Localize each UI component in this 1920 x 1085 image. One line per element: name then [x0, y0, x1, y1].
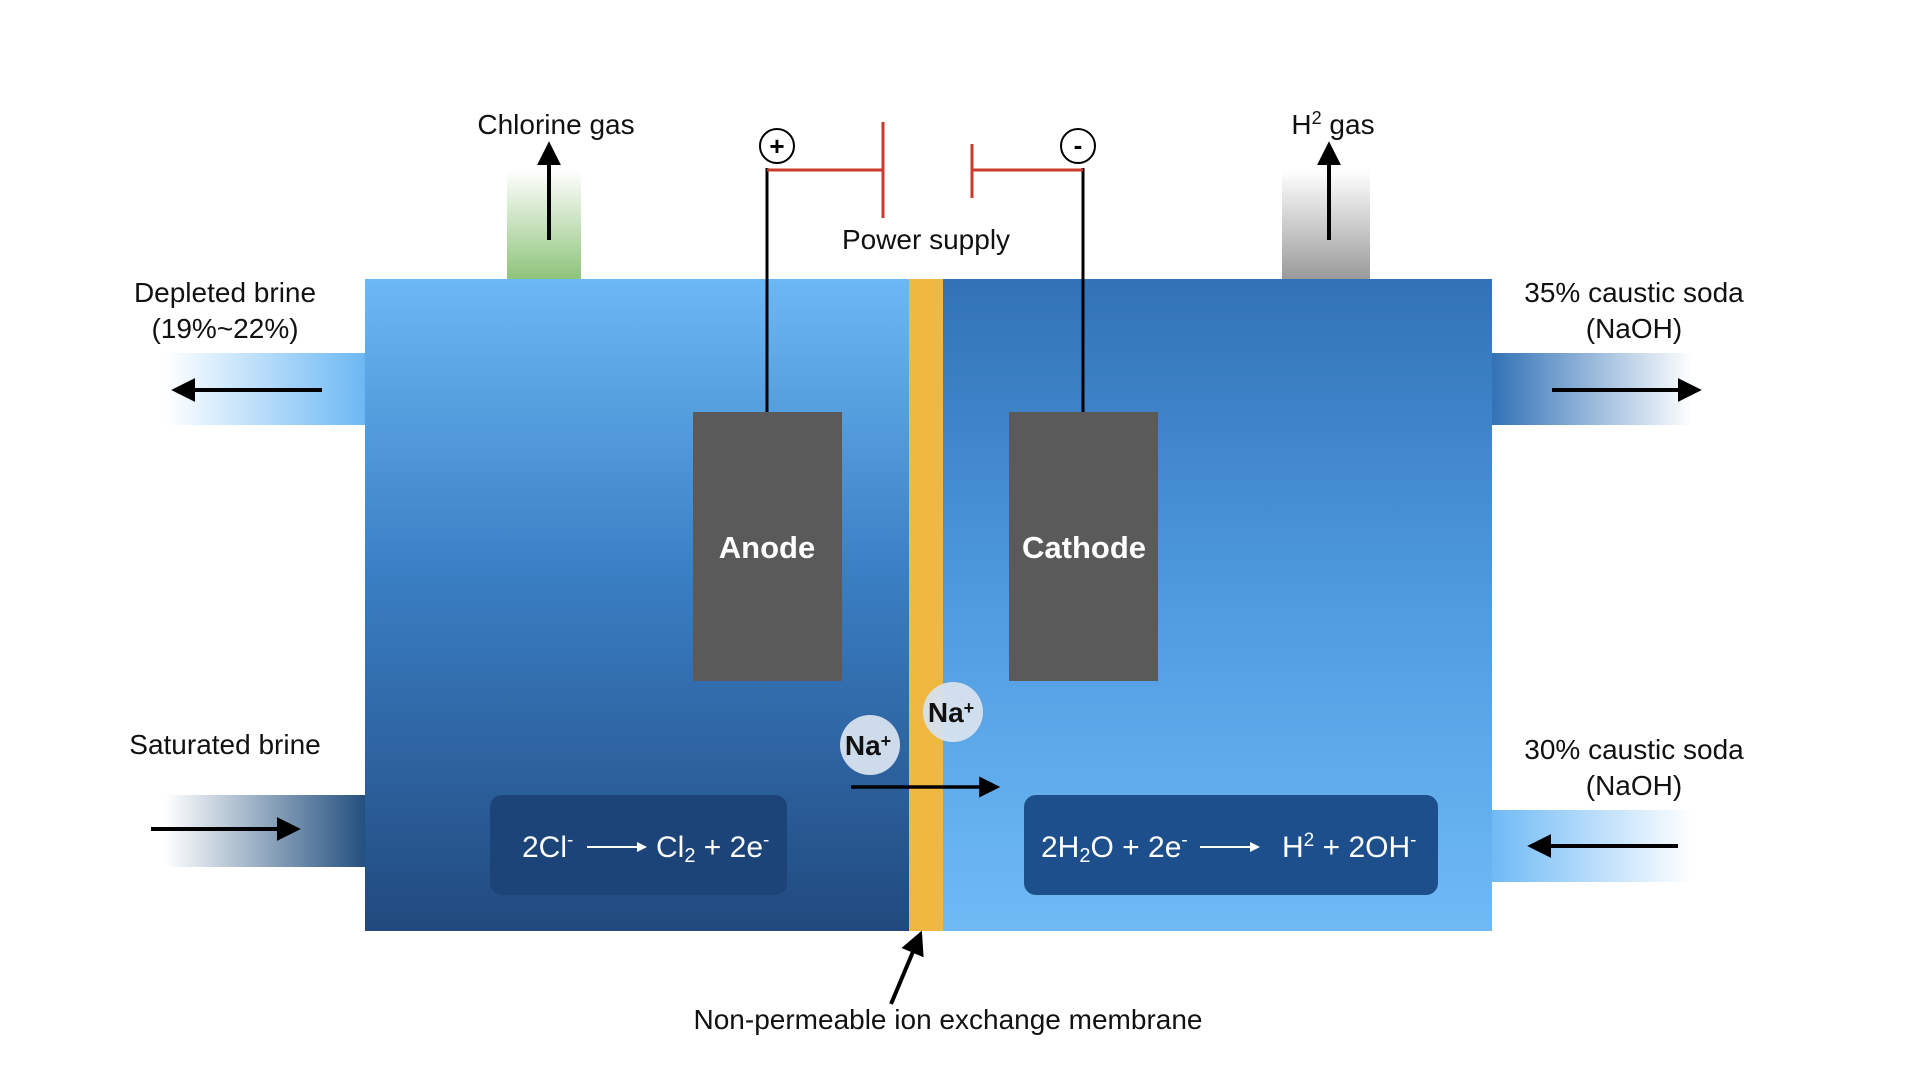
- sodium-ion-symbol: Na: [928, 697, 964, 728]
- positive-terminal-sign: +: [769, 131, 784, 161]
- cathode-electrode: [1009, 412, 1158, 681]
- anode-electrode: [693, 412, 842, 681]
- svg-text:Na+: Na+: [928, 697, 974, 728]
- anode-label: Anode: [719, 530, 815, 565]
- cathode-equation-rhs: H2 + 2OH-: [1282, 830, 1416, 864]
- saturated-brine-label: Saturated brine: [129, 729, 320, 760]
- membrane-pointer-arrow: [889, 930, 924, 1005]
- power-supply-circuit: + -: [759, 122, 1096, 412]
- sodium-ion-symbol: Na: [845, 730, 881, 761]
- cathode-equation-lhs: 2H2O + 2e-: [1041, 830, 1188, 867]
- caustic-30-formula: (NaOH): [1586, 770, 1682, 801]
- membrane-label: Non-permeable ion exchange membrane: [694, 1004, 1203, 1035]
- depleted-brine-concentration: (19%~22%): [151, 313, 298, 344]
- caustic-35-label: 35% caustic soda: [1524, 277, 1744, 308]
- sodium-ion-charge: +: [881, 731, 892, 751]
- ion-exchange-membrane: [909, 279, 943, 931]
- sodium-ion-charge: +: [964, 698, 975, 718]
- positive-terminal-icon: [759, 128, 795, 164]
- caustic-35-formula: (NaOH): [1586, 313, 1682, 344]
- negative-terminal-icon: [1060, 128, 1096, 164]
- svg-text:Na+: Na+: [845, 730, 891, 761]
- hydrogen-gas-outlet: [1282, 170, 1370, 279]
- sodium-ion-lower: Na+: [840, 715, 900, 775]
- hydrogen-gas-label: H2 gas: [1291, 108, 1374, 140]
- anode-equation-lhs: 2Cl-: [522, 830, 573, 864]
- cathode-label: Cathode: [1022, 530, 1146, 565]
- depleted-brine-label: Depleted brine: [134, 277, 316, 308]
- chlorine-gas-label: Chlorine gas: [477, 109, 634, 140]
- chlorine-gas-outlet: [507, 170, 581, 279]
- negative-terminal-sign: -: [1074, 130, 1083, 160]
- cathode-equation-box: [1024, 795, 1438, 895]
- caustic-30-label: 30% caustic soda: [1524, 734, 1744, 765]
- sodium-ion-upper: Na+: [923, 682, 983, 742]
- power-supply-label: Power supply: [842, 224, 1010, 255]
- anode-equation-rhs: Cl2 + 2e-: [656, 830, 769, 867]
